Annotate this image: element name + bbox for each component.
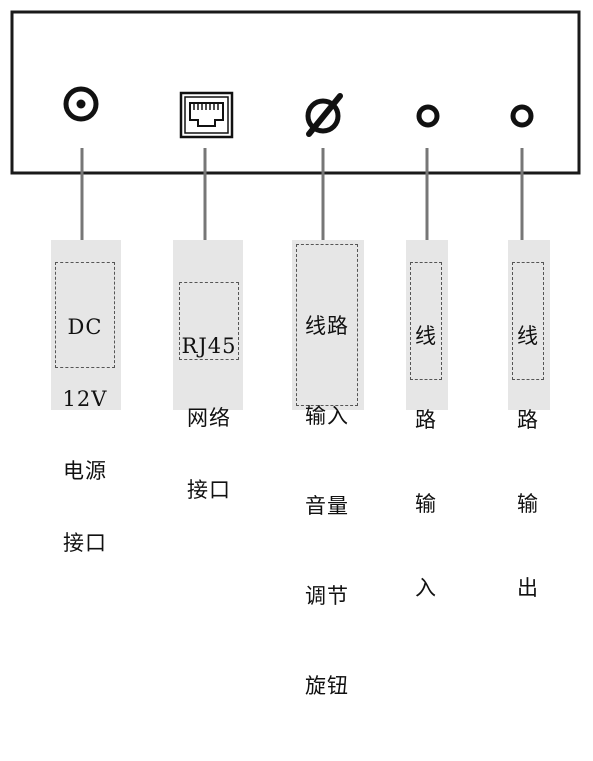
label-line: 调节 [305,584,349,608]
label-line: 路 [517,408,539,432]
label-box-dc: DC 12V 电源 接口 [51,240,121,555]
label-text-line-out: 线 路 输 出 [512,262,544,600]
label-box-line-out: 线 路 输 出 [508,240,550,600]
label-line: 音量 [305,494,349,518]
label-text-line-in: 线 路 输 入 [410,262,442,600]
label-line: 路 [415,408,437,432]
label-line: DC [67,315,103,339]
line-out-jack-icon [510,104,534,128]
volume-knob-icon [305,93,343,137]
label-text-rj45: RJ45 网络 接口 [179,282,239,502]
label-line: 出 [517,576,539,600]
label-line: 电源 [63,459,107,483]
label-text-dc: DC 12V 电源 接口 [55,262,115,555]
label-line: 旋钮 [305,674,349,698]
label-line: RJ45 [181,334,237,358]
label-line: 输 [517,492,539,516]
label-line: 12V [62,387,108,411]
label-box-rj45: RJ45 网络 接口 [173,240,243,502]
label-line: 接口 [63,531,107,555]
label-box-volume: 线路 输入 音量 调节 旋钮 [292,240,364,698]
rj45-port-icon [179,91,234,139]
label-box-line-in: 线 路 输 入 [406,240,448,600]
label-line: 输入 [305,404,349,428]
label-line: 入 [415,576,437,600]
label-line: 线 [517,324,539,348]
device-panel-diagram [10,10,581,240]
line-in-jack-icon [416,104,440,128]
label-line: 线路 [305,314,349,338]
label-line: 线 [415,324,437,348]
dc-jack-icon [63,86,99,122]
label-text-volume: 线路 输入 音量 调节 旋钮 [296,244,358,698]
device-rear-panel [10,10,581,175]
label-line: 网络 [187,406,231,430]
label-line: 接口 [187,478,231,502]
label-line: 输 [415,492,437,516]
